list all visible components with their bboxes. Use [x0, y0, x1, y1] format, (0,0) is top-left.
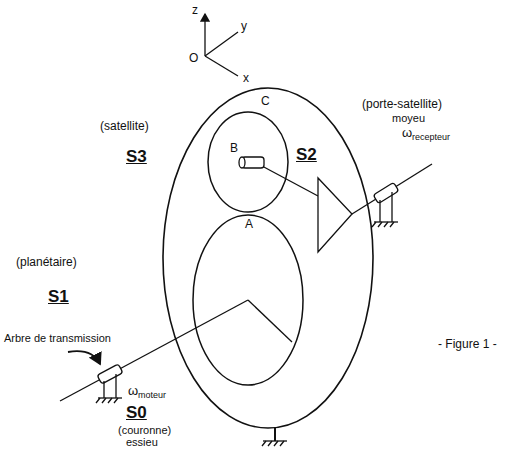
input-support: [103, 381, 104, 398]
planet-pin-end: [239, 157, 245, 168]
ground-hatch: [96, 398, 118, 403]
planet-carrier: [318, 178, 352, 252]
speed-subscript: recepteur: [412, 133, 450, 143]
z-axis: [204, 14, 205, 56]
part-name: (porte-satellite): [362, 98, 442, 111]
part-name: essieu: [126, 436, 158, 448]
part-name: Arbre de transmission: [4, 332, 111, 344]
axis-label: O: [189, 52, 198, 65]
sun-arm: [248, 300, 292, 342]
speed-symbol: ω: [128, 384, 138, 398]
point-label: C: [259, 95, 272, 108]
output-support: [379, 200, 380, 222]
y-axis: [205, 32, 238, 56]
point-label: B: [228, 142, 240, 155]
part-number: S2: [296, 146, 317, 165]
ground-hatch: [372, 222, 394, 227]
part-number: S3: [126, 148, 147, 167]
planet-gear: [208, 112, 288, 212]
ring-support: [274, 427, 276, 441]
point-label: A: [243, 218, 255, 231]
speed-subscript: moteur: [138, 391, 166, 401]
input-support: [115, 374, 116, 398]
x-axis: [205, 56, 238, 76]
figure-caption: - Figure 1 -: [438, 338, 497, 351]
speed-symbol: ω: [402, 126, 412, 140]
rotation-arrow: [68, 351, 100, 364]
part-name: (planétaire): [16, 256, 77, 269]
output-support: [391, 192, 392, 222]
part-number: S1: [48, 288, 69, 307]
output-bearing: [373, 182, 399, 203]
ring-gear: [163, 88, 373, 428]
part-name: (satellite): [100, 120, 149, 133]
input-bearing: [97, 364, 123, 384]
axis-label: y: [241, 20, 247, 33]
axis-label: x: [243, 72, 249, 85]
part-name: (couronne): [118, 424, 171, 436]
planet-carrier-link: [262, 166, 318, 196]
ground-hatch: [262, 441, 284, 446]
part-number: S0: [126, 404, 147, 423]
input-shaft: [60, 300, 248, 401]
axis-label: z: [192, 4, 198, 17]
part-name: moyeu: [392, 112, 425, 124]
